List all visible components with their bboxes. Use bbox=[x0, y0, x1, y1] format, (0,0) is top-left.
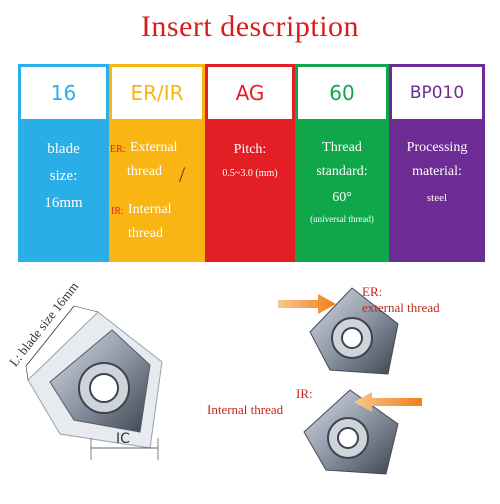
direction-panel: ER: External thread / IR: Internal threa… bbox=[109, 122, 205, 262]
code-cell-direction: ER/IR bbox=[109, 64, 205, 122]
thread-line4: (universal thread) bbox=[310, 214, 374, 224]
diagram-svg bbox=[25, 287, 422, 475]
code-cell-size: 16 bbox=[18, 64, 109, 122]
code-size-text: 16 bbox=[50, 81, 77, 105]
code-direction-text: ER/IR bbox=[130, 81, 184, 105]
thread-line1: Thread bbox=[322, 140, 362, 155]
pitch-line1: Pitch: bbox=[233, 142, 267, 157]
insert-diagram: L: blade size 16mm IC ER: external threa… bbox=[0, 270, 500, 500]
code-cell-pitch: AG bbox=[205, 64, 295, 122]
er-text-2: thread bbox=[127, 164, 162, 179]
code-row: 16 ER/IR AG 60 BP010 bbox=[18, 64, 485, 122]
ir-tag: IR: bbox=[111, 206, 124, 217]
pitch-line2: 0.5~3.0 (mm) bbox=[222, 168, 278, 179]
code-cell-angle: 60 bbox=[295, 64, 389, 122]
blade-line1: blade bbox=[47, 141, 80, 157]
material-line1: Processing bbox=[406, 140, 468, 155]
ir-insert-icon bbox=[303, 389, 399, 475]
thread-standard-panel: Thread standard: 60° (universal thread) bbox=[295, 122, 389, 262]
er-insert-icon bbox=[309, 287, 399, 375]
er-tag: ER: bbox=[110, 144, 126, 155]
er-text-1: External bbox=[130, 140, 178, 155]
page-title: Insert description bbox=[140, 10, 360, 43]
thread-line2: standard: bbox=[316, 164, 368, 179]
insert-code-table: 16 ER/IR AG 60 BP010 blade size: 16mm ER… bbox=[18, 64, 485, 262]
slash-divider: / bbox=[179, 162, 186, 187]
code-cell-material: BP010 bbox=[389, 64, 485, 122]
ir-text-2: thread bbox=[128, 226, 163, 241]
ir-diagram-tag: IR: bbox=[296, 386, 313, 401]
ic-label: IC bbox=[116, 431, 130, 447]
code-angle-text: 60 bbox=[329, 81, 355, 105]
er-arrow-icon bbox=[278, 294, 336, 314]
material-line3: steel bbox=[426, 192, 448, 204]
code-pitch-text: AG bbox=[235, 81, 265, 105]
material-line2: material: bbox=[412, 164, 462, 179]
er-diagram-tag: ER: bbox=[362, 284, 383, 299]
ir-arrow-icon bbox=[354, 392, 422, 412]
code-material-text: BP010 bbox=[409, 83, 465, 103]
large-insert-icon bbox=[27, 311, 163, 449]
ir-diagram-label: Internal thread bbox=[207, 402, 284, 417]
ir-text-1: Internal bbox=[128, 202, 172, 217]
material-panel: Processing material: steel bbox=[389, 122, 485, 262]
blade-line3: 16mm bbox=[44, 195, 83, 211]
thread-line3: 60° bbox=[332, 190, 352, 205]
blade-line2: size: bbox=[49, 168, 78, 184]
pitch-panel: Pitch: 0.5~3.0 (mm) bbox=[205, 122, 295, 262]
blade-length-line bbox=[25, 305, 75, 367]
blade-size-panel: blade size: 16mm bbox=[18, 122, 109, 262]
description-row: blade size: 16mm ER: External thread / I… bbox=[18, 122, 485, 262]
er-diagram-label: external thread bbox=[362, 300, 440, 315]
